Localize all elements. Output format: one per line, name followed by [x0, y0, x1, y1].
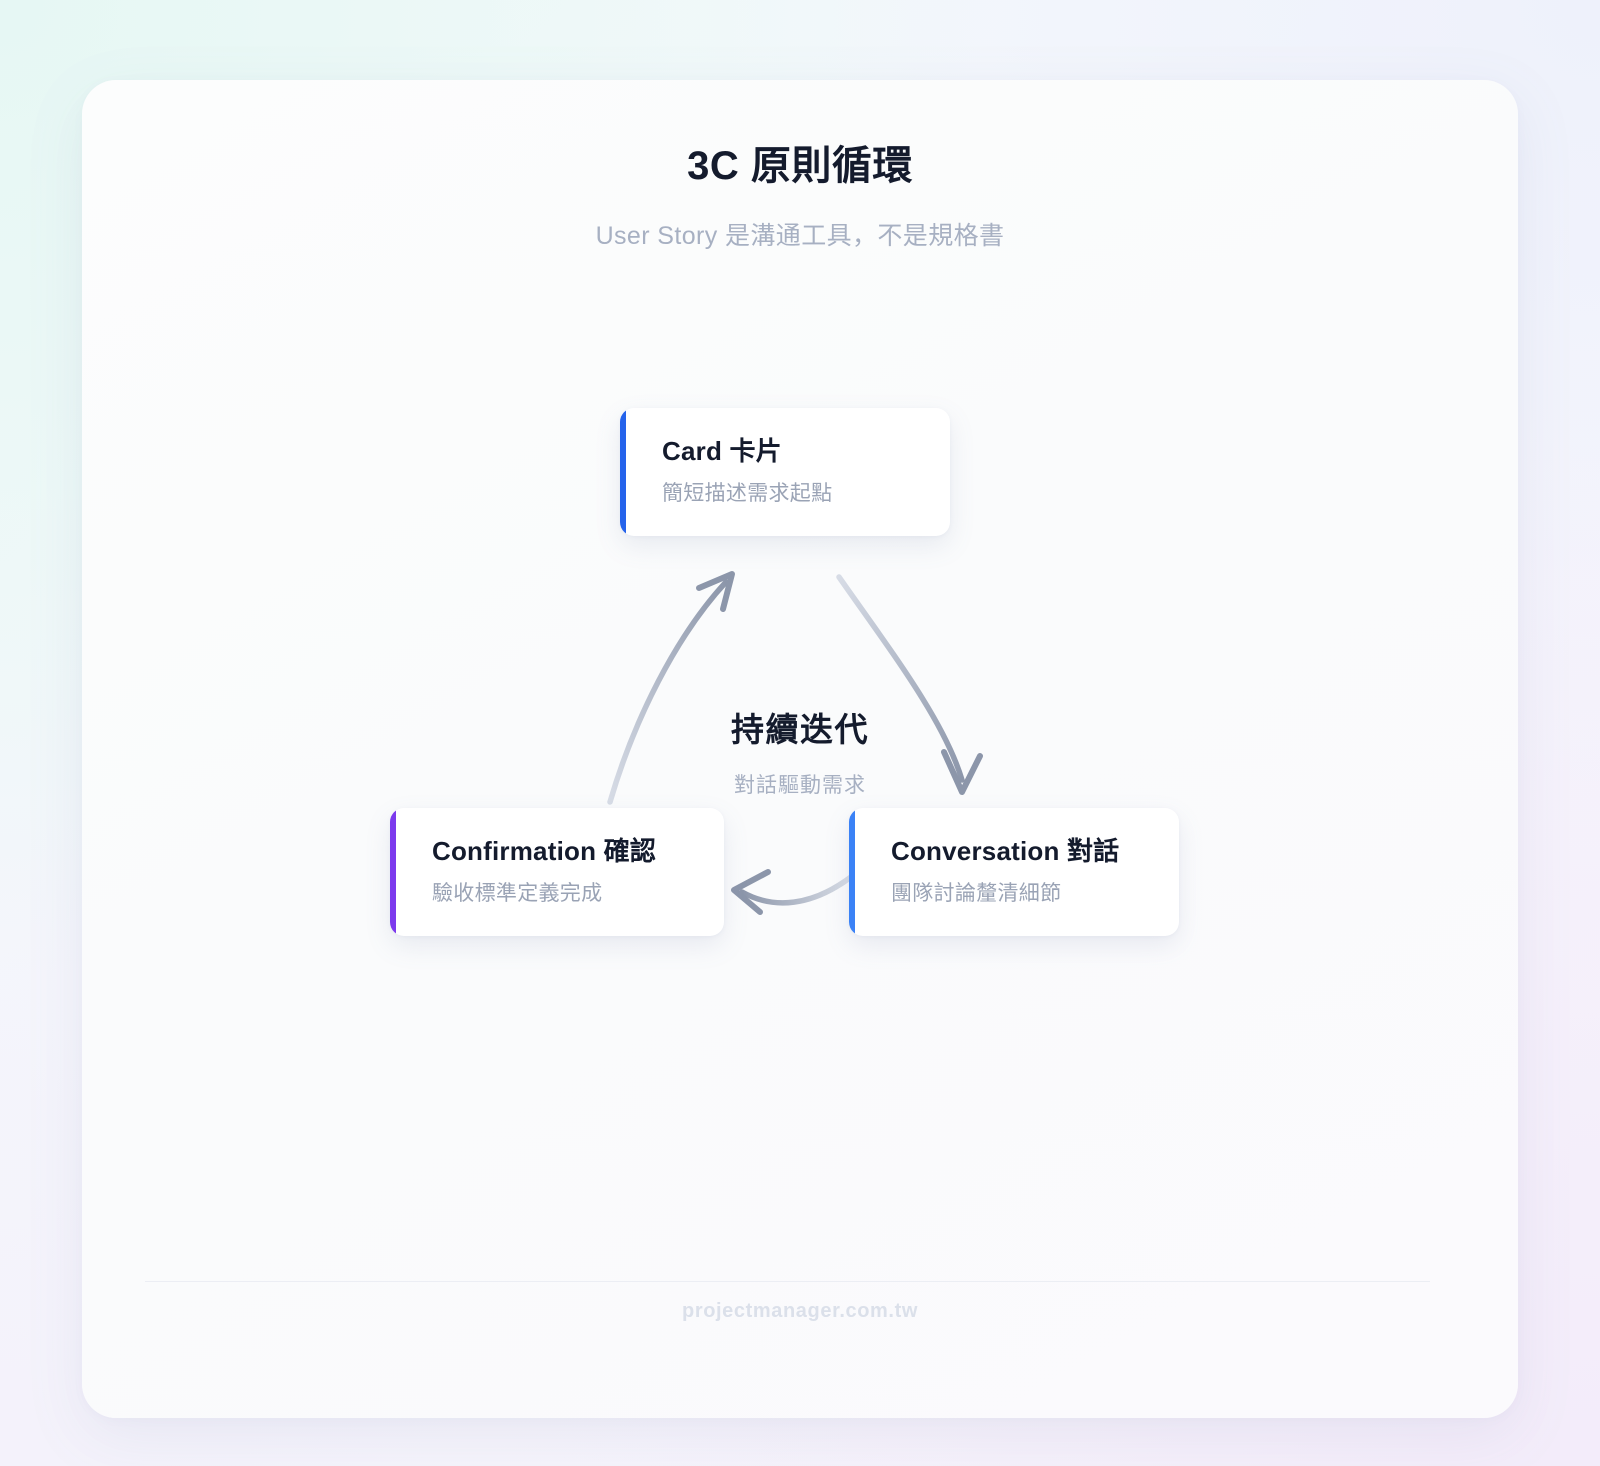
card-accent-bar [620, 408, 626, 536]
card-title: Card 卡片 [662, 435, 782, 466]
card-body: Card 卡片 簡短描述需求起點 [626, 408, 950, 536]
card-card[interactable]: Card 卡片 簡短描述需求起點 [620, 408, 950, 536]
confirmation-description: 驗收標準定義完成 [432, 882, 603, 906]
confirmation-title: Confirmation 確認 [432, 835, 656, 866]
card-conversation[interactable]: Conversation 對話 團隊討論釐清細節 [849, 808, 1179, 936]
page-title: 3C 原則循環 [687, 144, 913, 188]
center-caption-subtitle: 對話驅動需求 [734, 774, 866, 797]
conversation-description: 團隊討論釐清細節 [891, 882, 1062, 906]
confirmation-body: Confirmation 確認 驗收標準定義完成 [396, 808, 724, 936]
footer-divider [145, 1281, 1430, 1282]
center-caption: 持續迭代 對話驅動需求 [82, 703, 1518, 799]
conversation-body: Conversation 對話 團隊討論釐清細節 [855, 808, 1179, 936]
content-panel: 3C 原則循環 User Story 是溝通工具，不是規格書 [82, 80, 1518, 1418]
footer: projectmanager.com.tw [82, 1300, 1518, 1323]
card-description: 簡短描述需求起點 [662, 482, 833, 506]
page-subtitle: User Story 是溝通工具，不是規格書 [595, 222, 1005, 250]
confirmation-accent-bar [390, 808, 396, 936]
conversation-accent-bar [849, 808, 855, 936]
card-confirmation[interactable]: Confirmation 確認 驗收標準定義完成 [390, 808, 724, 936]
footer-site-name: projectmanager.com.tw [682, 1300, 918, 1322]
header: 3C 原則循環 User Story 是溝通工具，不是規格書 [82, 142, 1518, 252]
conversation-title: Conversation 對話 [891, 835, 1120, 866]
arrow-conversation-to-confirmation [731, 869, 854, 915]
center-caption-title: 持續迭代 [731, 711, 869, 748]
